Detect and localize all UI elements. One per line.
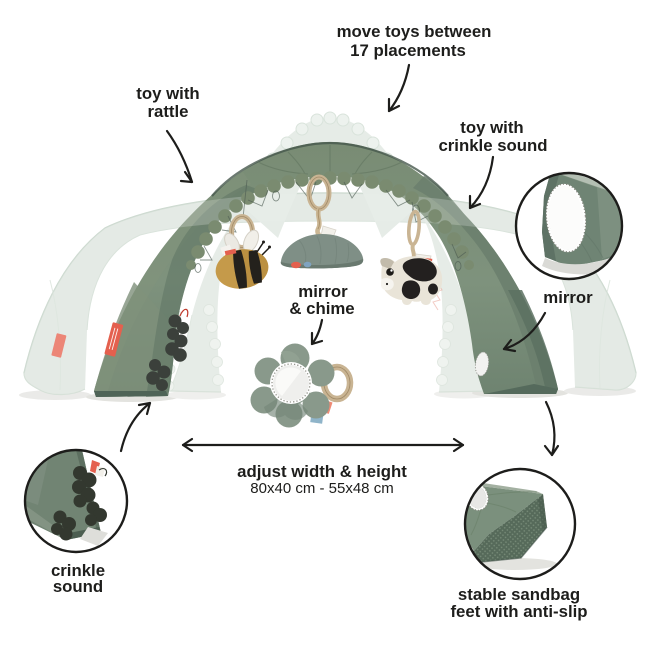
svg-text:crinkle sound: crinkle sound xyxy=(438,136,547,155)
svg-text:80x40 cm - 55x48 cm: 80x40 cm - 55x48 cm xyxy=(250,480,393,497)
svg-text:& chime: & chime xyxy=(289,299,354,318)
svg-text:crinkle: crinkle xyxy=(51,561,105,580)
svg-text:feet with anti-slip: feet with anti-slip xyxy=(450,602,587,621)
svg-text:toy with: toy with xyxy=(460,118,523,137)
svg-text:17 placements: 17 placements xyxy=(350,41,466,60)
svg-text:sound: sound xyxy=(53,577,103,596)
svg-text:adjust width & height: adjust width & height xyxy=(237,462,407,481)
svg-text:mirror: mirror xyxy=(298,282,348,301)
svg-text:toy with: toy with xyxy=(136,84,199,103)
svg-text:rattle: rattle xyxy=(147,102,188,121)
svg-text:mirror: mirror xyxy=(543,288,593,307)
svg-text:stable sandbag: stable sandbag xyxy=(458,585,580,604)
svg-text:move toys between: move toys between xyxy=(337,22,492,41)
